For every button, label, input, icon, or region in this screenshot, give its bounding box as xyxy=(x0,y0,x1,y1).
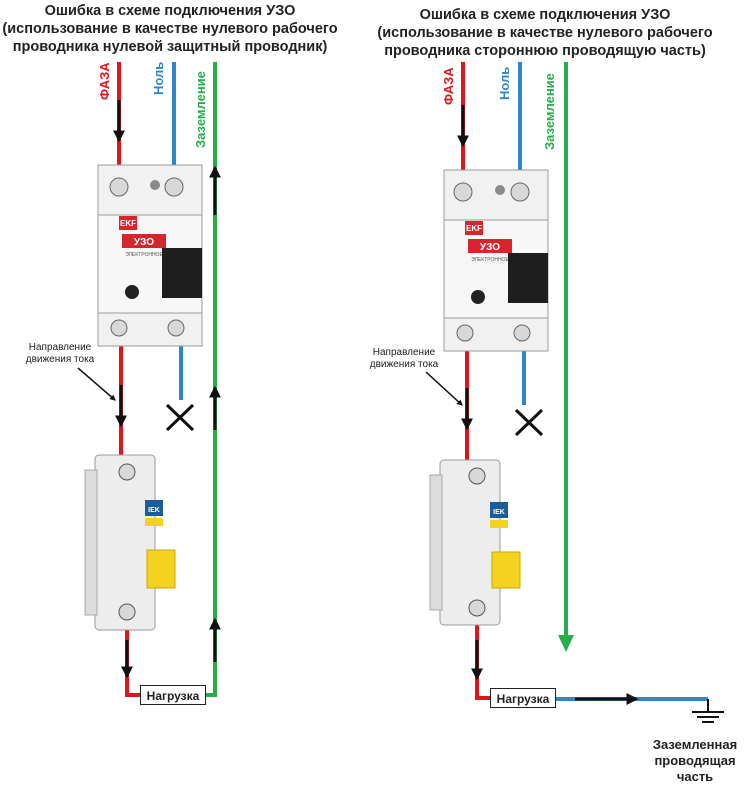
left-circuit-breaker: IEK xyxy=(84,454,176,631)
right-circuit-breaker: IEK xyxy=(429,459,521,626)
right-neutral-break-mark xyxy=(514,408,544,437)
left-title-line-3: проводника нулевой защитный проводник) xyxy=(12,39,328,55)
grounded-part-caption: Заземленная проводящая часть xyxy=(640,737,750,785)
right-breaker-logo xyxy=(490,502,508,518)
right-title-line-1: Ошибка в схеме подключения УЗО xyxy=(419,7,671,23)
right-neutral-label: Ноль xyxy=(497,67,512,100)
left-title: Ошибка в схеме подключения УЗО (использо… xyxy=(0,2,340,56)
right-current-note-line-2: движения тока xyxy=(369,359,439,370)
left-phase-wire-bottom xyxy=(125,630,140,697)
left-rcd-logo xyxy=(119,216,137,230)
ground-symbol-icon xyxy=(692,699,724,723)
right-rcd-name: УЗО xyxy=(480,242,500,253)
grounded-part-line-2: проводящая xyxy=(654,753,736,768)
grounded-part-line-1: Заземленная xyxy=(652,737,738,752)
left-title-line-1: Ошибка в схеме подключения УЗО xyxy=(44,3,296,19)
left-rcd-lever xyxy=(162,248,202,298)
left-breaker-logo xyxy=(145,500,163,516)
right-rcd-lever xyxy=(508,253,548,303)
left-rcd-subtitle: ЭЛЕКТРОННОЕ xyxy=(125,252,163,258)
right-current-note-line-1: Направление xyxy=(372,347,436,358)
right-rcd-logo xyxy=(465,221,483,235)
left-load-box: Нагрузка xyxy=(140,685,206,705)
right-diagram: EKF УЗО ЭЛЕКТРОННОЕ IEK xyxy=(425,62,724,723)
right-rcd-test-button xyxy=(471,290,485,304)
right-load-box: Нагрузка xyxy=(490,688,556,708)
right-title-line-2: (использование в качестве нулевого рабоч… xyxy=(377,25,713,41)
left-breaker-brand: IEK xyxy=(148,507,160,514)
left-ground-label: Заземление xyxy=(193,71,208,148)
right-breaker-brand: IEK xyxy=(493,509,505,516)
right-ground-arrow xyxy=(558,635,574,652)
left-diagram: EKF УЗО ЭЛЕКТРОННОЕ IEK xyxy=(77,62,221,697)
right-rcd-brand: EKF xyxy=(466,224,482,233)
left-rcd-name: УЗО xyxy=(134,237,154,248)
right-breaker-lever xyxy=(491,551,521,589)
left-current-note-pointer xyxy=(77,367,116,401)
right-title: Ошибка в схеме подключения УЗО (использо… xyxy=(350,6,740,60)
left-neutral-break-mark xyxy=(165,403,195,432)
grounded-part-line-3: часть xyxy=(676,769,714,784)
left-current-note-line-2: движения тока xyxy=(25,354,95,365)
right-rcd-device: EKF УЗО ЭЛЕКТРОННОЕ xyxy=(443,169,549,352)
left-rcd-brand: EKF xyxy=(120,219,136,228)
right-current-note-pointer xyxy=(425,371,463,406)
left-title-line-2: (использование в качестве нулевого рабоч… xyxy=(2,21,338,37)
left-phase-label: ФАЗА xyxy=(97,62,112,100)
left-current-note-line-1: Направление xyxy=(28,342,92,353)
right-title-line-3: проводника стороннюю проводящую часть) xyxy=(384,43,706,59)
left-current-note: Направление движения тока xyxy=(20,342,100,366)
left-rcd-test-button xyxy=(125,285,139,299)
right-rcd-subtitle: ЭЛЕКТРОННОЕ xyxy=(471,257,509,263)
left-rcd-device: EKF УЗО ЭЛЕКТРОННОЕ xyxy=(97,164,203,347)
right-phase-label: ФАЗА xyxy=(441,67,456,105)
left-neutral-label: Ноль xyxy=(151,62,166,95)
left-breaker-lever xyxy=(146,549,176,589)
right-current-note: Направление движения тока xyxy=(364,347,444,371)
right-ground-label: Заземление xyxy=(542,73,557,150)
